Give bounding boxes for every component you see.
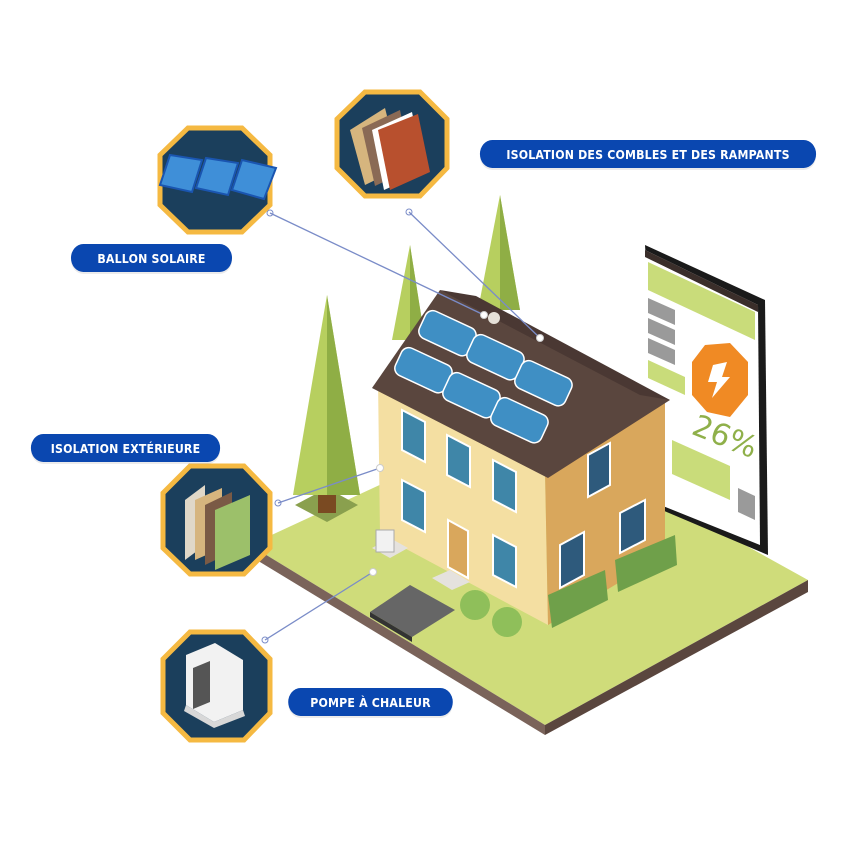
roof-insulation-badge [334, 89, 450, 199]
roof-layers-icon [350, 108, 430, 190]
wall-insulation-badge [160, 463, 273, 577]
front-door [447, 518, 469, 580]
label-roof-insulation: ISOLATION DES COMBLES ET DES RAMPANTS [479, 140, 817, 168]
smartphone-energy-app: 26% [645, 245, 768, 555]
house [372, 290, 677, 637]
heat-pump-badge [160, 629, 273, 743]
label-solar-water-heater: BALLON SOLAIRE [70, 244, 233, 272]
wall-layers-icon [185, 485, 250, 570]
connector-lines [264, 211, 541, 641]
label-exterior-insulation: ISOLATION EXTÉRIEURE [30, 434, 221, 462]
trees [293, 195, 520, 522]
solar-panel-badge [157, 125, 278, 235]
solar-panel-icon [158, 153, 278, 201]
label-heat-pump: POMPE À CHALEUR [288, 688, 453, 716]
roof-solar-panels [394, 309, 573, 444]
heat-pump-icon [184, 643, 245, 728]
